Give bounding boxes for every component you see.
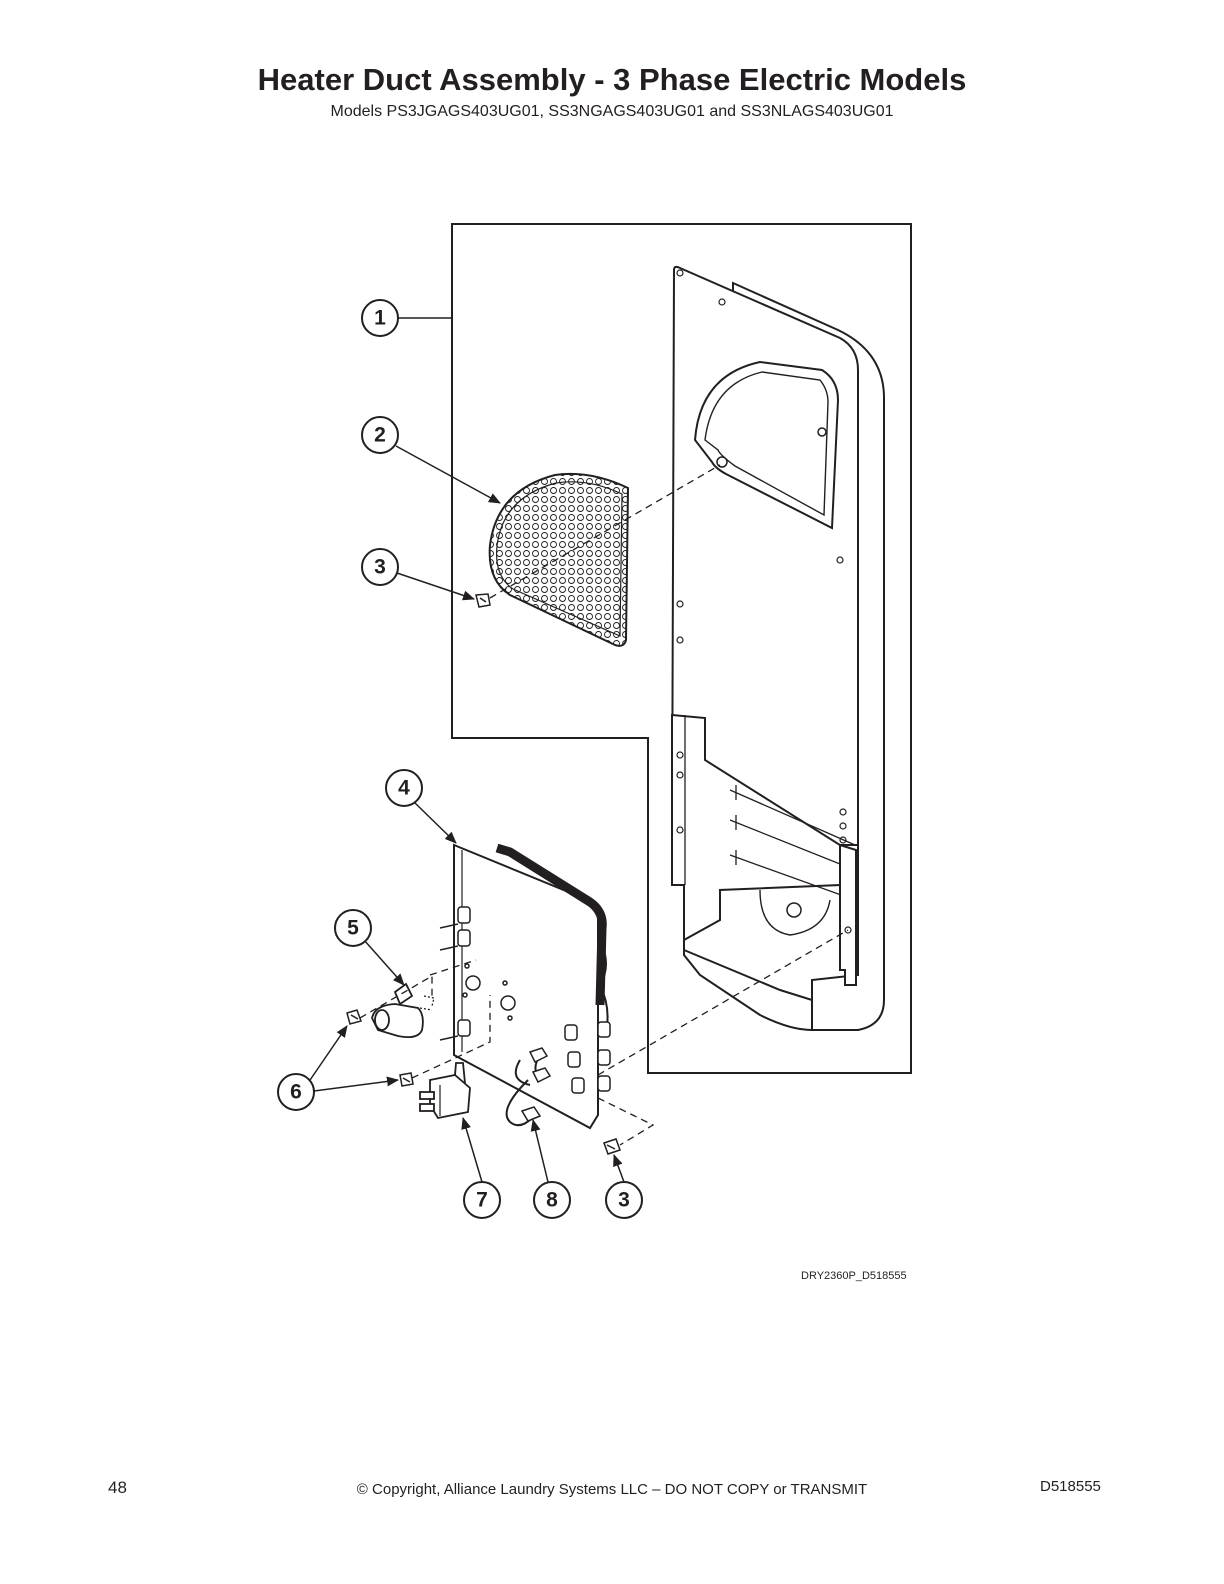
callout-2: 2 bbox=[361, 416, 399, 454]
figure-code: DRY2360P_D518555 bbox=[801, 1270, 907, 1282]
svg-text:1: 1 bbox=[374, 307, 386, 330]
screw-lower bbox=[603, 1138, 621, 1155]
svg-text:8: 8 bbox=[546, 1189, 558, 1212]
document-number: D518555 bbox=[1040, 1478, 1101, 1495]
callout-3-lower: 3 bbox=[605, 1181, 643, 1219]
screw-6a bbox=[346, 1009, 362, 1025]
page-title: Heater Duct Assembly - 3 Phase Electric … bbox=[257, 62, 967, 97]
callout-5: 5 bbox=[334, 909, 372, 947]
screw-6b bbox=[399, 1072, 414, 1087]
page-number: 48 bbox=[108, 1478, 127, 1497]
heater-element bbox=[439, 843, 611, 1130]
page-subtitle: Models PS3JGAGS403UG01, SS3NGAGS403UG01 … bbox=[330, 103, 894, 120]
callout-3-upper: 3 bbox=[361, 548, 399, 586]
svg-text:2: 2 bbox=[374, 424, 386, 447]
svg-text:5: 5 bbox=[347, 917, 359, 940]
svg-text:3: 3 bbox=[618, 1189, 630, 1212]
alignment-lines bbox=[359, 464, 849, 1146]
heater-duct bbox=[670, 265, 885, 1032]
assembly-boundary bbox=[451, 223, 912, 1074]
leader-lines bbox=[307, 317, 625, 1183]
callout-4: 4 bbox=[385, 769, 423, 807]
svg-text:6: 6 bbox=[290, 1081, 302, 1104]
callout-7: 7 bbox=[463, 1181, 501, 1219]
hi-limit-switch bbox=[419, 1062, 471, 1120]
callout-8: 8 bbox=[533, 1181, 571, 1219]
svg-text:3: 3 bbox=[374, 556, 386, 579]
svg-text:7: 7 bbox=[476, 1189, 488, 1212]
outlet-screen bbox=[488, 472, 630, 647]
callout-6: 6 bbox=[277, 1073, 315, 1111]
copyright-notice: © Copyright, Alliance Laundry Systems LL… bbox=[356, 1481, 868, 1498]
jumper-wire bbox=[505, 1047, 552, 1127]
callout-1: 1 bbox=[361, 299, 399, 337]
thermostat bbox=[371, 982, 435, 1039]
svg-text:4: 4 bbox=[398, 777, 410, 800]
screw-upper bbox=[475, 593, 491, 608]
